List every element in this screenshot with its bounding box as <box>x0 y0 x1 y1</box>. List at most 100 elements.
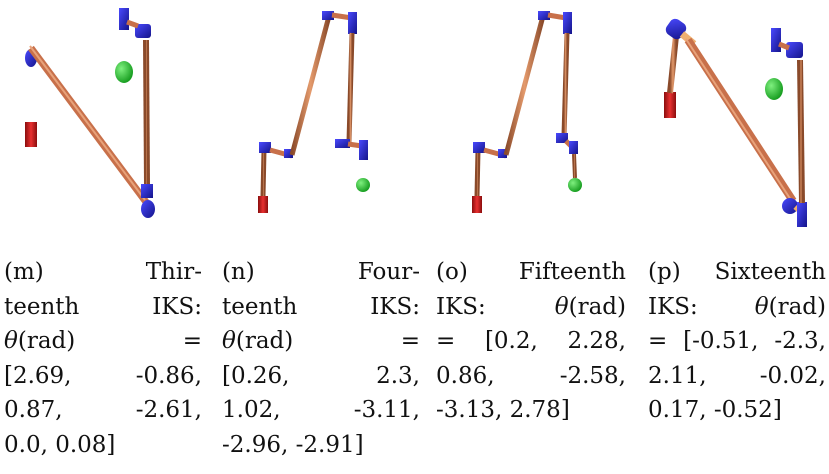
caption-word: Four- <box>357 259 420 285</box>
caption-word: = <box>400 328 420 354</box>
joint <box>141 184 153 198</box>
caption-word: -0.02, <box>759 362 826 389</box>
caption-line: [0.26, 2.3, <box>222 359 420 394</box>
caption-word: 2.3, <box>376 362 420 389</box>
joint <box>322 11 334 20</box>
joint <box>348 12 357 34</box>
base-block <box>25 122 37 147</box>
arm-link <box>503 15 546 156</box>
arm-link <box>685 38 792 201</box>
caption-word: θ(rad) <box>554 293 626 320</box>
caption-word: θ(rad) <box>222 328 294 354</box>
caption-word: 0.86, <box>436 362 495 389</box>
caption-word: [0.26, <box>222 362 290 389</box>
arm-link <box>143 39 150 185</box>
arm-link <box>684 37 797 204</box>
caption-line: teenth IKS: <box>4 290 202 325</box>
caption-word: (p) <box>648 259 681 285</box>
caption-word: 2.28, <box>567 328 626 354</box>
caption-line: -2.96, -2.91] <box>222 428 420 463</box>
caption-line: θ(rad) = <box>222 324 420 359</box>
joint <box>665 18 687 40</box>
caption-o: (o)Fifteenth IKS:θ(rad) =[0.2,2.28, 0.86… <box>436 255 626 428</box>
caption-word: -2.58, <box>559 362 626 389</box>
caption-word: 0.0, 0.08] <box>4 431 116 458</box>
joint <box>538 11 550 20</box>
joint <box>119 8 129 30</box>
target-ball <box>765 78 783 100</box>
arm-panel-n <box>258 11 370 213</box>
caption-line: 1.02,-3.11, <box>222 393 420 428</box>
caption-word: -2.61, <box>135 397 202 423</box>
caption-word: θ(rad) <box>4 328 76 354</box>
arm-link <box>778 41 790 51</box>
caption-word: Sixteenth <box>714 259 826 285</box>
caption-p: (p) Sixteenth IKS: θ(rad) = [-0.51, -2.3, 2.… <box>648 255 826 428</box>
caption-word: IKS: <box>152 293 202 320</box>
target-ball <box>115 61 133 83</box>
caption-line: (n) Four- <box>222 255 420 290</box>
joint <box>284 149 293 158</box>
caption-line: 0.86, -2.58, <box>436 359 626 394</box>
caption-line: 0.0, 0.08] <box>4 428 202 463</box>
caption-line: = [-0.51, -2.3, <box>648 324 826 359</box>
caption-word: -2.96, -2.91] <box>222 431 364 458</box>
caption-word: 0.17, -0.52] <box>648 397 782 423</box>
caption-word: [-0.51, <box>683 328 759 354</box>
joint <box>141 200 155 218</box>
caption-word: = <box>182 328 202 354</box>
caption-word: teenth <box>222 293 298 320</box>
caption-word: 1.02, <box>222 397 281 423</box>
target-ball <box>356 178 370 192</box>
joint <box>797 202 807 227</box>
caption-line: =[0.2,2.28, <box>436 324 626 359</box>
caption-word: (o) <box>436 259 468 285</box>
caption-word: 2.11, <box>648 362 707 389</box>
joint <box>782 198 798 214</box>
joint <box>135 24 151 38</box>
caption-line: θ(rad) = <box>4 324 202 359</box>
arm-link <box>667 35 679 94</box>
base-block <box>258 196 268 213</box>
caption-m: (m)Thir- teenth IKS: θ(rad) = [2.69, -0.86,… <box>4 255 202 462</box>
target-ball <box>568 178 582 192</box>
caption-line: (p) Sixteenth <box>648 255 826 290</box>
joint <box>771 28 781 52</box>
caption-word: θ(rad) <box>754 293 826 320</box>
joint <box>335 139 350 148</box>
caption-word: = <box>648 328 668 354</box>
caption-word: -0.86, <box>135 362 202 389</box>
joint <box>498 149 507 158</box>
caption-word: Fifteenth <box>518 259 626 285</box>
caption-word: -2.3, <box>774 328 826 354</box>
arm-link <box>346 32 355 143</box>
joint <box>259 142 271 153</box>
arm-panel-m <box>25 8 155 218</box>
caption-line: (m)Thir- <box>4 255 202 290</box>
joint <box>563 12 572 34</box>
caption-word: teenth <box>4 293 80 320</box>
caption-word: [0.2, <box>484 328 538 354</box>
caption-word: (n) <box>222 259 255 285</box>
arm-link <box>561 32 570 137</box>
caption-word: IKS: <box>648 293 698 320</box>
caption-line: 0.17, -0.52] <box>648 393 826 428</box>
caption-line: [2.69, -0.86, <box>4 359 202 394</box>
arm-link <box>797 59 805 204</box>
robot-arm-figures <box>25 8 807 227</box>
arm-panel-o <box>472 11 582 213</box>
caption-word: [2.69, <box>4 362 72 389</box>
arm-link <box>474 149 481 197</box>
caption-word: (m) <box>4 259 44 285</box>
caption-line: (o) Fifteenth <box>436 255 626 290</box>
arm-link <box>29 45 146 201</box>
joint <box>473 142 485 153</box>
base-block <box>664 92 676 118</box>
caption-word: IKS: <box>436 293 486 320</box>
arm-panel-p <box>664 18 807 227</box>
caption-word: 0.87, <box>4 397 63 423</box>
joint <box>359 140 368 160</box>
caption-line: -3.13, 2.78] <box>436 393 626 428</box>
